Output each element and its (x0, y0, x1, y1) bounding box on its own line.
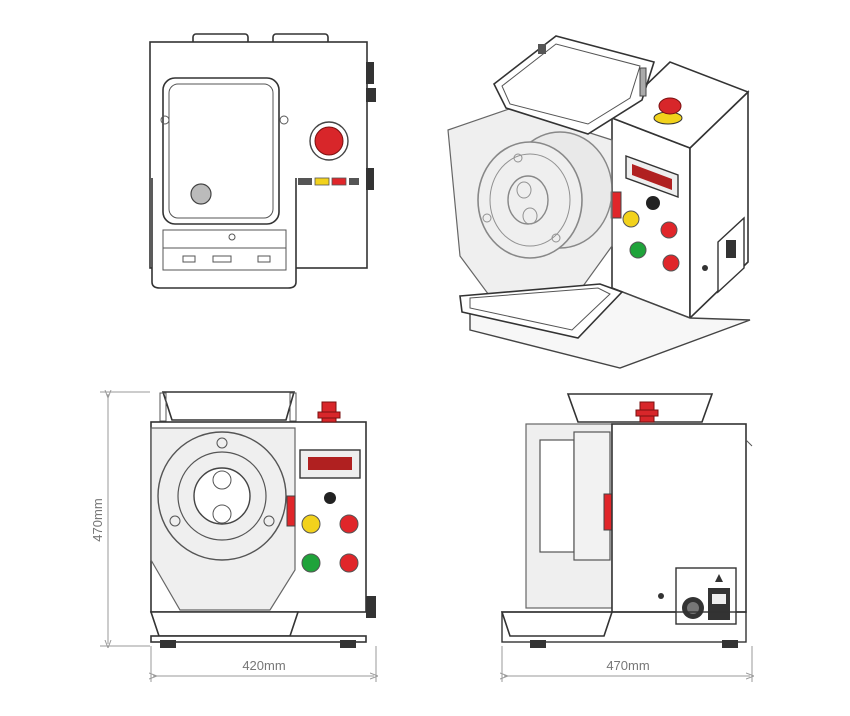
isometric-view (447, 35, 751, 369)
side-width-dimension: 470mm (502, 646, 752, 682)
front-width-label: 420mm (242, 658, 285, 673)
front-width-dimension: 420mm (151, 646, 376, 682)
height-label: 470mm (90, 498, 105, 541)
top-view (149, 33, 376, 289)
front-view (149, 391, 376, 648)
side-width-label: 470mm (606, 658, 649, 673)
height-dimension: 470mm (90, 392, 150, 646)
side-view (500, 393, 753, 648)
